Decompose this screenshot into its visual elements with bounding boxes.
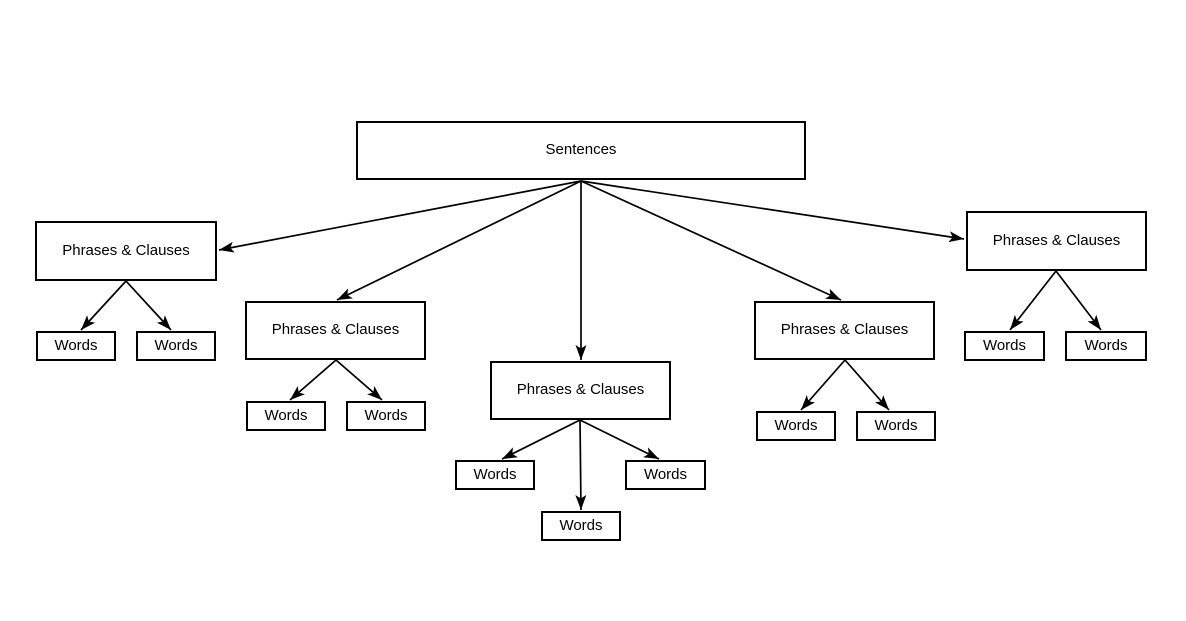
edge-phrases-clauses-4-to-words-4a xyxy=(800,359,846,411)
phrases-clauses-node-4: Phrases & Clauses xyxy=(754,301,935,360)
edge-phrases-clauses-3-to-words-3c xyxy=(575,419,587,511)
edge-sentences-to-phrases-clauses-2 xyxy=(336,180,582,301)
phrases-clauses-node-1: Phrases & Clauses xyxy=(35,221,217,281)
phrases-clauses-node-5: Phrases & Clauses xyxy=(966,211,1147,271)
phrases-clauses-node-2: Phrases & Clauses xyxy=(245,301,426,360)
edge-phrases-clauses-4-to-words-4b xyxy=(844,359,890,411)
edge-phrases-clauses-5-to-words-5b xyxy=(1055,270,1102,331)
edge-phrases-clauses-1-to-words-1a xyxy=(80,280,127,331)
edge-phrases-clauses-2-to-words-2a xyxy=(289,359,337,401)
words-node-3c: Words xyxy=(541,511,621,541)
edge-phrases-clauses-2-to-words-2b xyxy=(335,359,383,401)
words-node-5b: Words xyxy=(1065,331,1147,361)
sentences-node: Sentences xyxy=(356,121,806,180)
words-node-1a: Words xyxy=(36,331,116,361)
words-node-2b: Words xyxy=(346,401,426,431)
words-node-4b: Words xyxy=(856,411,936,441)
edge-sentences-to-phrases-clauses-5 xyxy=(580,180,965,243)
words-node-3a: Words xyxy=(455,460,535,490)
words-node-2a: Words xyxy=(246,401,326,431)
edge-sentences-to-phrases-clauses-4 xyxy=(580,180,842,301)
words-node-3b: Words xyxy=(625,460,706,490)
phrases-clauses-node-3: Phrases & Clauses xyxy=(490,361,671,420)
words-node-5a: Words xyxy=(964,331,1045,361)
edge-phrases-clauses-3-to-words-3a xyxy=(501,419,581,460)
edge-phrases-clauses-5-to-words-5a xyxy=(1009,270,1057,331)
words-node-4a: Words xyxy=(756,411,836,441)
words-node-1b: Words xyxy=(136,331,216,361)
edge-phrases-clauses-3-to-words-3b xyxy=(579,419,660,460)
edge-sentences-to-phrases-clauses-1 xyxy=(218,180,582,253)
edge-phrases-clauses-1-to-words-1b xyxy=(125,280,172,331)
